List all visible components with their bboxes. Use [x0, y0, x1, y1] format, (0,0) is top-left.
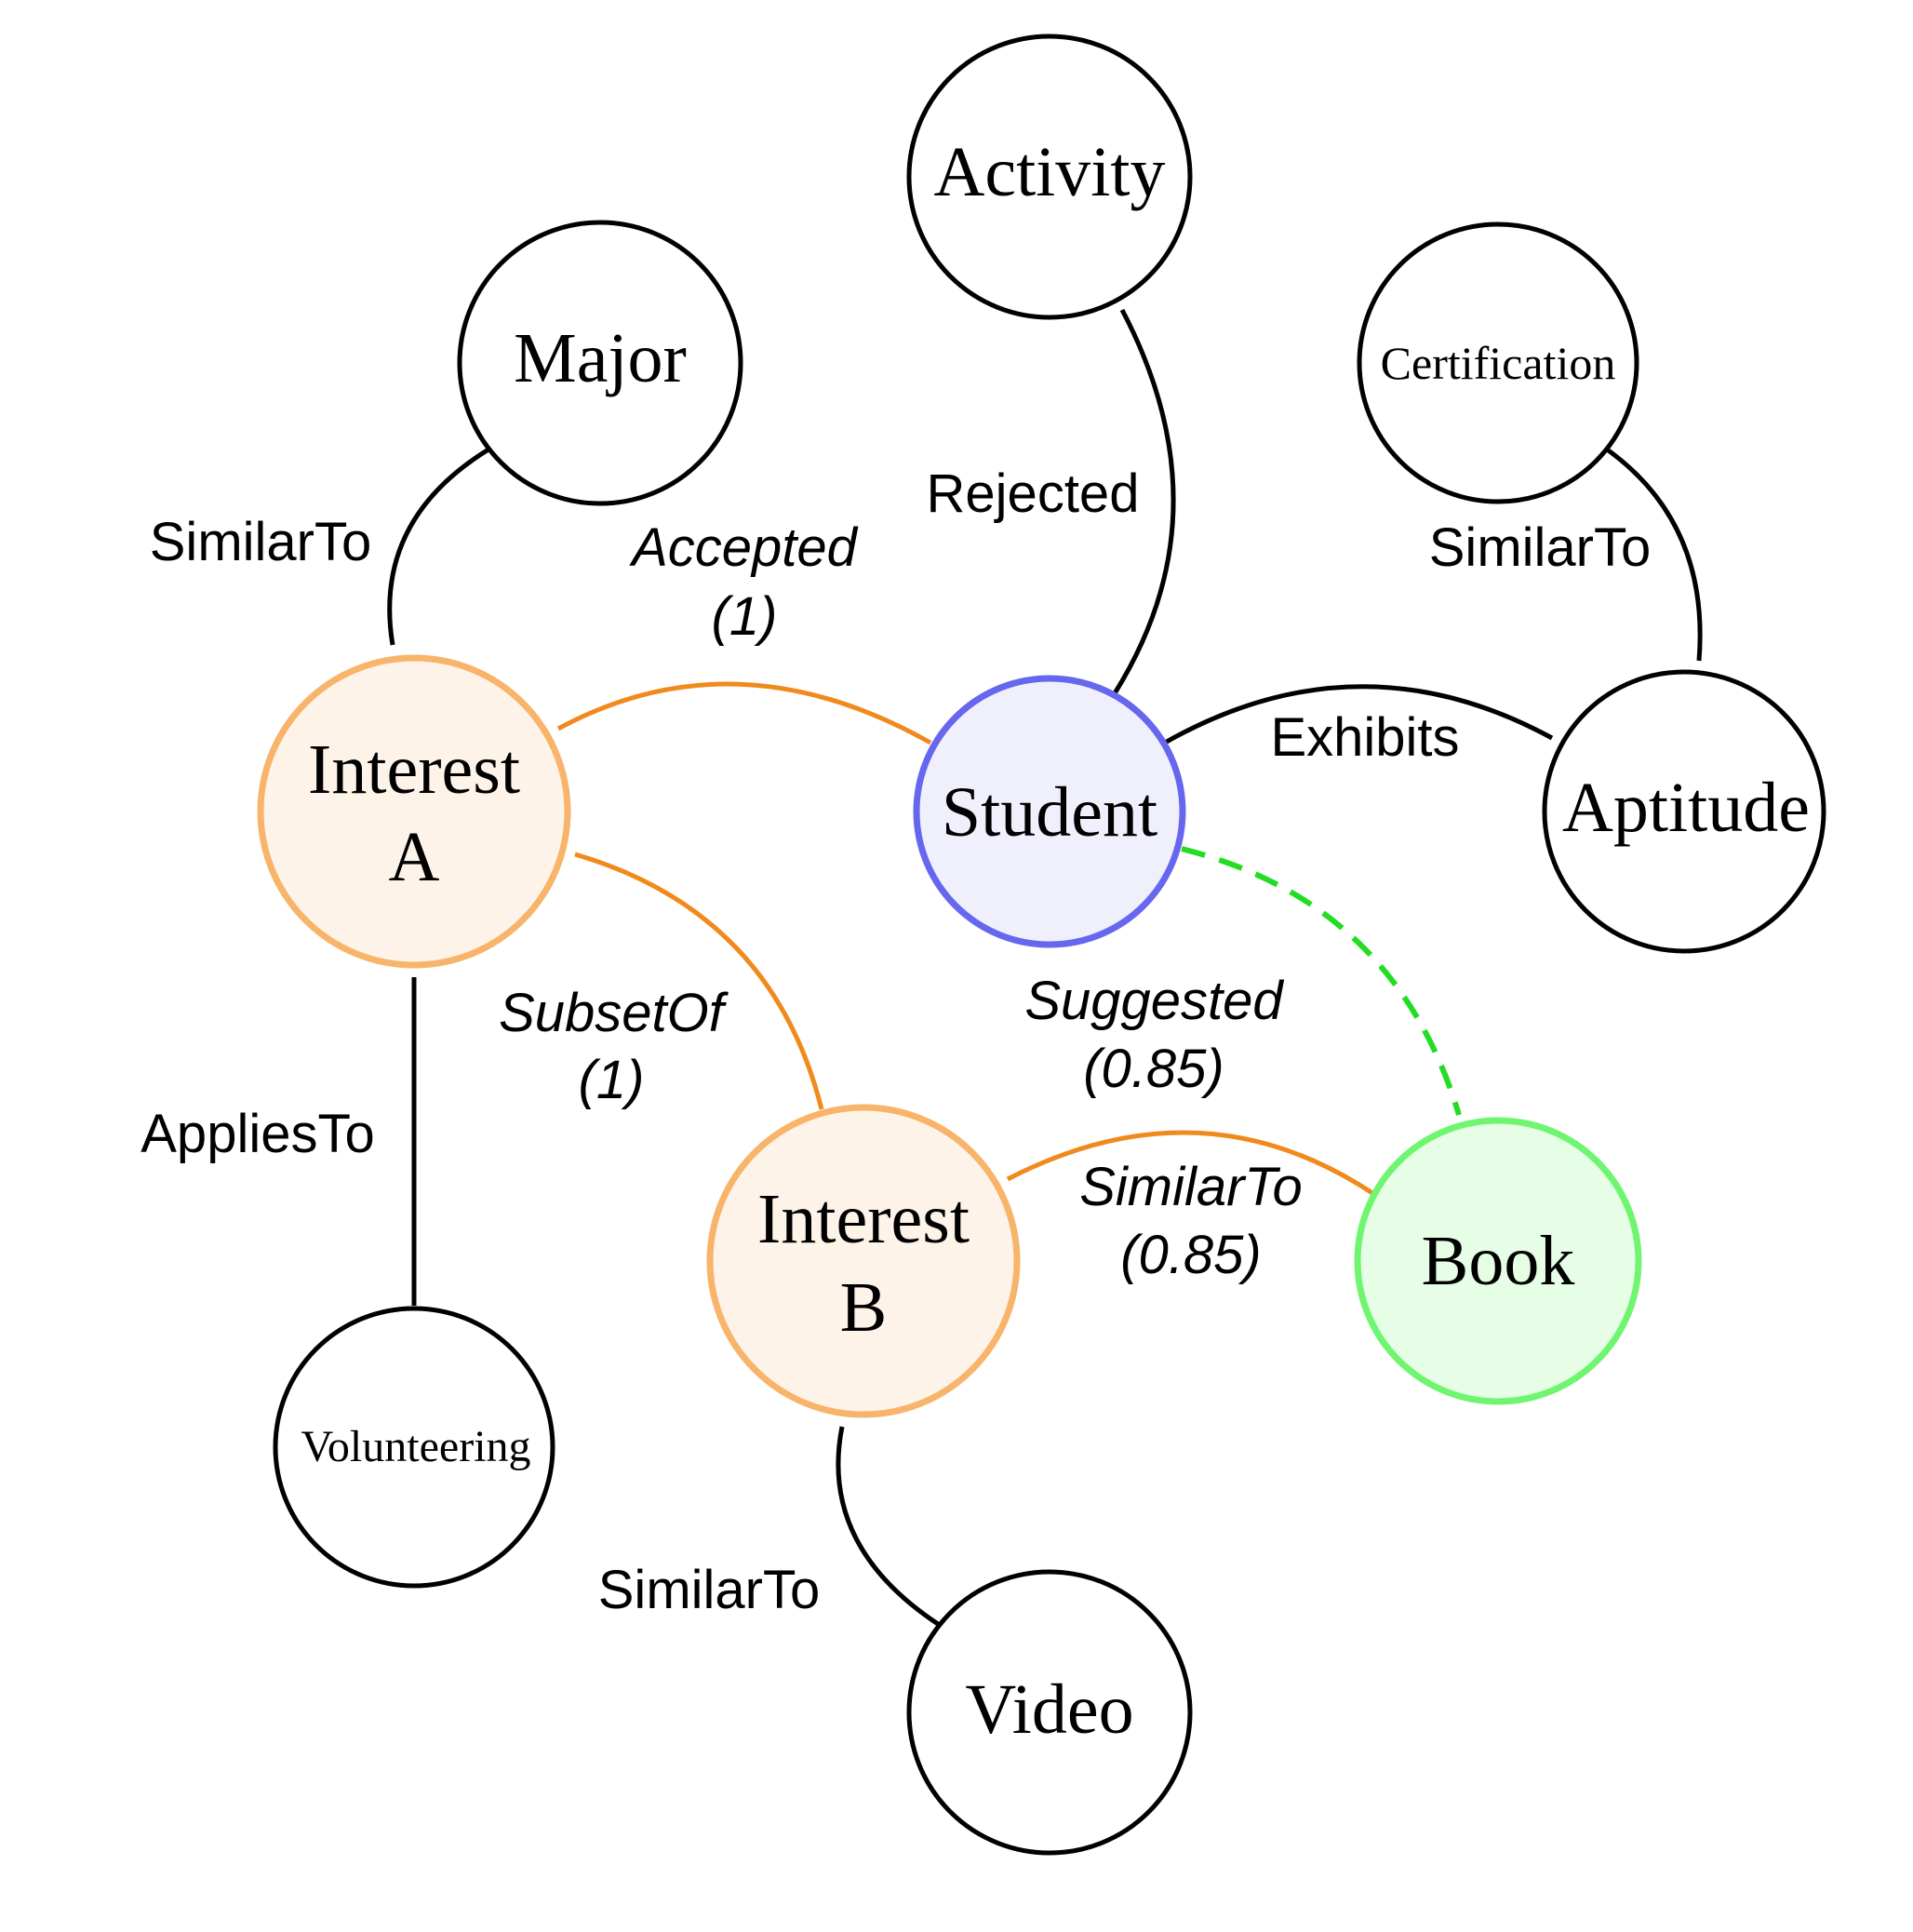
edge-label-interest-b-book-line2: (0.85)	[1120, 1225, 1262, 1285]
node-student: Student	[913, 675, 1186, 948]
edge-label-interest-a-student-line1: Accepted	[629, 517, 859, 578]
edge-label-major-interest-a: SimilarTo	[150, 512, 372, 572]
edge-label-interest-a-volunteering: AppliesTo	[140, 1104, 374, 1164]
edge-label-student-book-line2: (0.85)	[1083, 1039, 1224, 1099]
edge-interest-a-interest-b	[574, 852, 824, 1110]
edge-student-book	[1181, 846, 1462, 1116]
edge-activity-student	[1112, 308, 1176, 695]
node-major: Major	[457, 220, 743, 506]
node-aptitude: Aptitude	[1542, 669, 1826, 954]
node-label-student: Student	[942, 773, 1157, 852]
node-activity: Activity	[906, 34, 1193, 320]
edge-student-aptitude	[1163, 684, 1554, 745]
edge-label-interest-a-interest-b-line2: (1)	[579, 1050, 645, 1110]
node-volunteering: Volunteering	[273, 1306, 555, 1589]
node-interest-b: Interest B	[706, 1104, 1021, 1418]
edge-label-interest-b-video: SimilarTo	[598, 1560, 821, 1620]
edge-label-student-book-line1: Suggested	[1024, 971, 1284, 1031]
node-label-interest-a-line2: A	[389, 818, 440, 896]
edge-label-certification-aptitude: SimilarTo	[1429, 517, 1652, 578]
node-label-major: Major	[514, 319, 687, 397]
edge-interest-a-student	[556, 681, 932, 745]
edge-major-interest-a	[387, 447, 490, 646]
node-label-video: Video	[965, 1670, 1133, 1749]
node-label-activity: Activity	[933, 133, 1165, 211]
node-label-interest-b-line1: Interest	[757, 1180, 970, 1258]
node-certification: Certification	[1357, 221, 1639, 504]
edge-label-interest-a-student-line2: (1)	[712, 586, 778, 647]
node-video: Video	[906, 1569, 1193, 1856]
edge-label-activity-student: Rejected	[927, 463, 1140, 524]
node-interest-a: Interest A	[257, 654, 571, 969]
edge-interest-b-book	[1006, 1130, 1374, 1196]
edge-label-student-aptitude: Exhibits	[1270, 707, 1459, 768]
node-label-aptitude: Aptitude	[1562, 769, 1810, 847]
node-label-volunteering: Volunteering	[301, 1422, 530, 1471]
node-label-book: Book	[1422, 1222, 1575, 1300]
node-label-interest-a-line1: Interest	[308, 731, 520, 809]
edge-label-interest-a-interest-b-line1: SubsetOf	[499, 983, 729, 1043]
edge-certification-aptitude	[1601, 444, 1703, 662]
edge-interest-b-video	[836, 1426, 940, 1627]
edge-label-interest-b-book-line1: SimilarTo	[1079, 1157, 1303, 1217]
node-book: Book	[1354, 1117, 1642, 1405]
node-label-certification: Certification	[1381, 337, 1616, 389]
node-label-interest-b-line2: B	[840, 1268, 888, 1347]
